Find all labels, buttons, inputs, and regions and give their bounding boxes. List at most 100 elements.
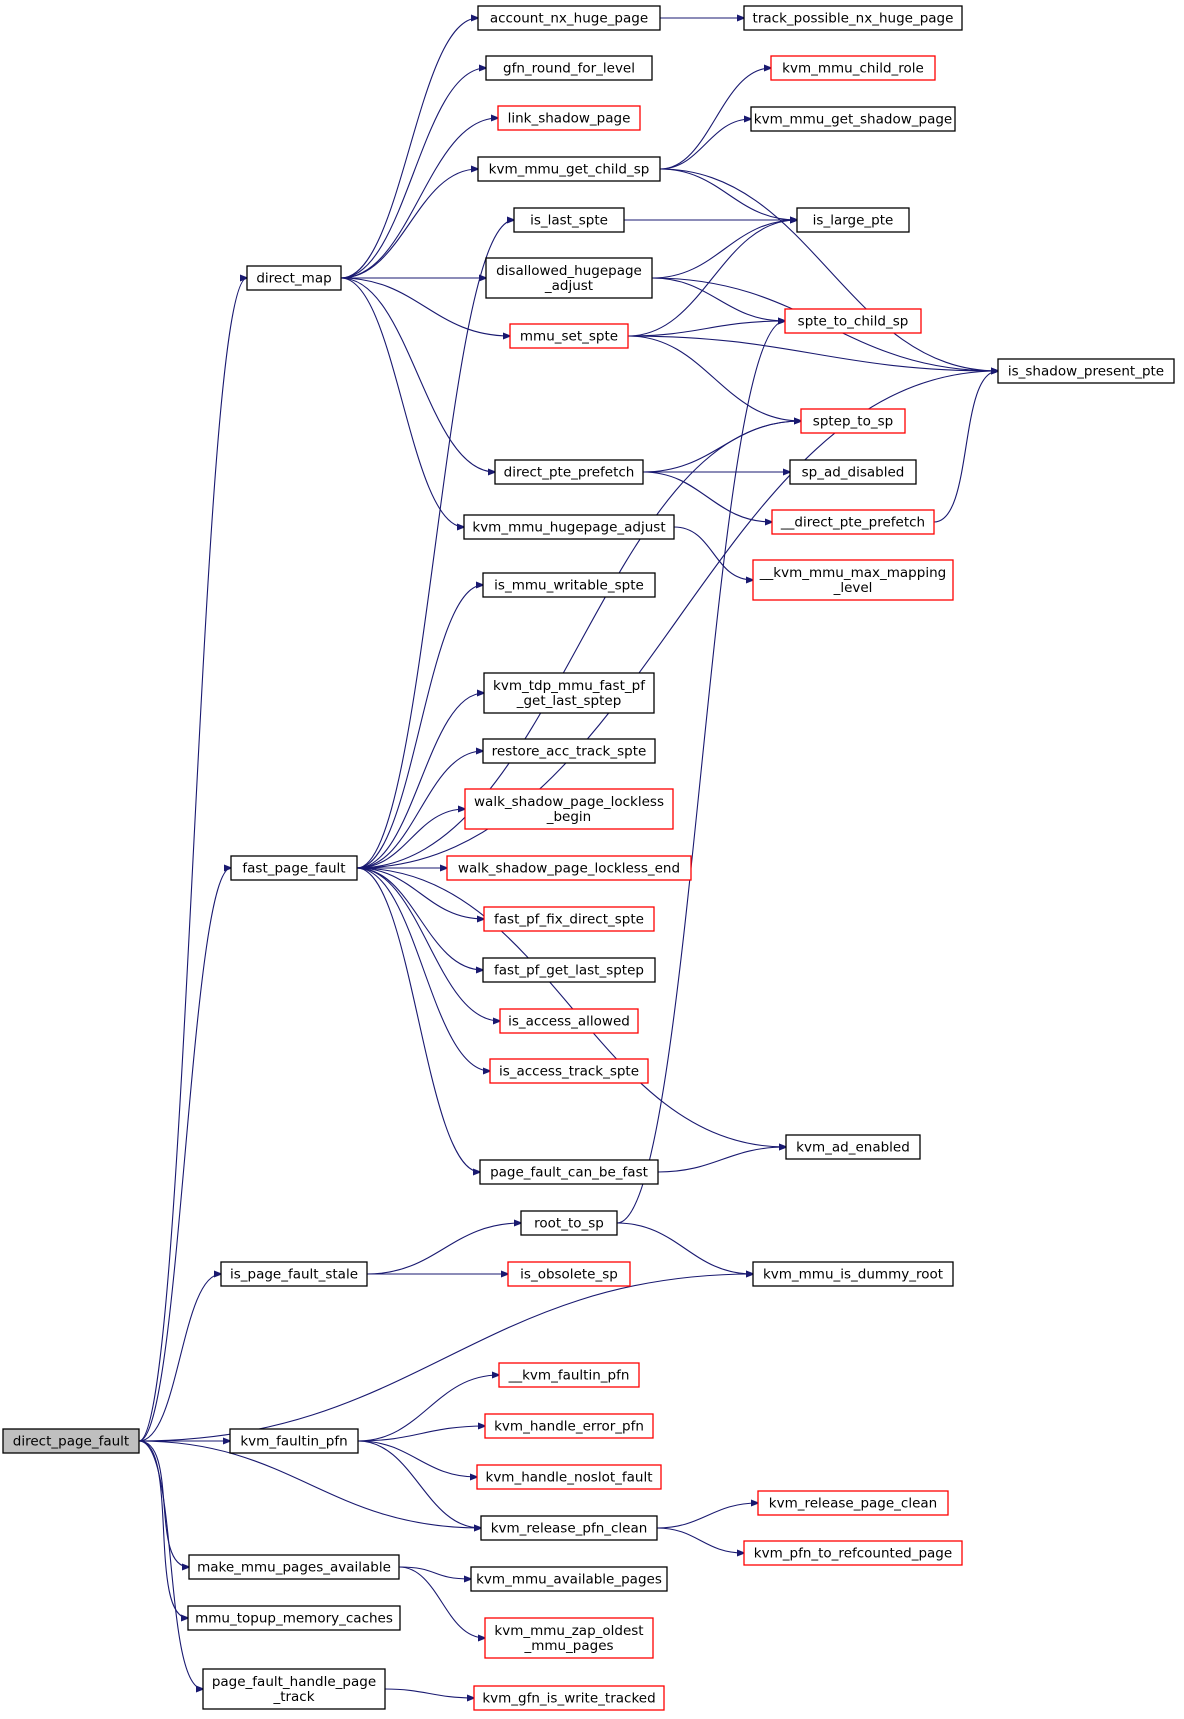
node-is_access_allowed[interactable]: is_access_allowed — [499, 1008, 639, 1034]
node-kvm_handle_error_pfn[interactable]: kvm_handle_error_pfn — [484, 1413, 654, 1439]
node-box[interactable] — [743, 5, 963, 31]
node-walk_shadow_page_lockless_end[interactable]: walk_shadow_page_lockless_end — [446, 855, 692, 881]
node-box[interactable] — [463, 514, 675, 540]
node-kvm_mmu_available_pages[interactable]: kvm_mmu_available_pages — [470, 1566, 668, 1592]
node-box[interactable] — [750, 106, 956, 132]
node-box[interactable] — [230, 855, 358, 881]
node-make_mmu_pages_available[interactable]: make_mmu_pages_available — [188, 1554, 400, 1580]
node-box[interactable] — [997, 358, 1175, 384]
node-fast_page_fault[interactable]: fast_page_fault — [230, 855, 358, 881]
node-box[interactable] — [464, 788, 674, 830]
node-__kvm_mmu_max_mapping_level[interactable]: __kvm_mmu_max_mapping_level — [752, 559, 954, 601]
node-__kvm_faultin_pfn[interactable]: __kvm_faultin_pfn — [498, 1362, 640, 1388]
node-box[interactable] — [484, 1617, 654, 1659]
node-link_shadow_page[interactable]: link_shadow_page — [497, 105, 641, 131]
node-direct_page_fault[interactable]: direct_page_fault — [2, 1428, 140, 1454]
node-box[interactable] — [752, 1261, 954, 1287]
node-box[interactable] — [482, 572, 656, 598]
node-sptep_to_sp[interactable]: sptep_to_sp — [800, 408, 906, 434]
node-box[interactable] — [246, 265, 342, 291]
node-kvm_tdp_mmu_fast_pf_get_last_sptep[interactable]: kvm_tdp_mmu_fast_pf_get_last_sptep — [483, 672, 655, 714]
node-mmu_set_spte[interactable]: mmu_set_spte — [509, 323, 629, 349]
node-kvm_gfn_is_write_tracked[interactable]: kvm_gfn_is_write_tracked — [473, 1685, 665, 1711]
node-box[interactable] — [770, 55, 936, 81]
node-__direct_pte_prefetch[interactable]: __direct_pte_prefetch — [771, 509, 935, 535]
node-mmu_topup_memory_caches[interactable]: mmu_topup_memory_caches — [187, 1605, 401, 1631]
node-sp_ad_disabled[interactable]: sp_ad_disabled — [789, 459, 917, 485]
node-box[interactable] — [509, 323, 629, 349]
node-gfn_round_for_level[interactable]: gfn_round_for_level — [485, 55, 653, 81]
node-is_mmu_writable_spte[interactable]: is_mmu_writable_spte — [482, 572, 656, 598]
node-box[interactable] — [480, 1515, 658, 1541]
node-is_obsolete_sp[interactable]: is_obsolete_sp — [507, 1261, 631, 1287]
node-box[interactable] — [470, 1566, 668, 1592]
node-box[interactable] — [485, 257, 653, 299]
node-is_access_track_spte[interactable]: is_access_track_spte — [489, 1058, 649, 1084]
node-box[interactable] — [513, 207, 625, 233]
node-track_possible_nx_huge_page[interactable]: track_possible_nx_huge_page — [743, 5, 963, 31]
node-kvm_handle_noslot_fault[interactable]: kvm_handle_noslot_fault — [476, 1464, 662, 1490]
node-account_nx_huge_page[interactable]: account_nx_huge_page — [477, 5, 661, 31]
node-spte_to_child_sp[interactable]: spte_to_child_sp — [784, 308, 922, 334]
node-page_fault_handle_page_track[interactable]: page_fault_handle_page_track — [202, 1668, 386, 1710]
node-box[interactable] — [800, 408, 906, 434]
node-restore_acc_track_spte[interactable]: restore_acc_track_spte — [482, 738, 656, 764]
node-box[interactable] — [229, 1428, 359, 1454]
node-kvm_mmu_get_shadow_page[interactable]: kvm_mmu_get_shadow_page — [750, 106, 956, 132]
node-kvm_release_page_clean[interactable]: kvm_release_page_clean — [757, 1490, 949, 1516]
node-walk_shadow_page_lockless_begin[interactable]: walk_shadow_page_lockless_begin — [464, 788, 674, 830]
node-kvm_release_pfn_clean[interactable]: kvm_release_pfn_clean — [480, 1515, 658, 1541]
node-box[interactable] — [188, 1554, 400, 1580]
node-box[interactable] — [477, 156, 661, 182]
node-root_to_sp[interactable]: root_to_sp — [520, 1210, 618, 1236]
node-is_page_fault_stale[interactable]: is_page_fault_stale — [220, 1261, 368, 1287]
node-kvm_mmu_child_role[interactable]: kvm_mmu_child_role — [770, 55, 936, 81]
node-box[interactable] — [479, 1159, 659, 1185]
node-kvm_faultin_pfn[interactable]: kvm_faultin_pfn — [229, 1428, 359, 1454]
node-fast_pf_fix_direct_spte[interactable]: fast_pf_fix_direct_spte — [483, 906, 655, 932]
node-box[interactable] — [784, 308, 922, 334]
node-box[interactable] — [446, 855, 692, 881]
node-box[interactable] — [477, 5, 661, 31]
node-box[interactable] — [789, 459, 917, 485]
node-is_shadow_present_pte[interactable]: is_shadow_present_pte — [997, 358, 1175, 384]
node-box[interactable] — [220, 1261, 368, 1287]
node-box[interactable] — [497, 105, 641, 131]
node-box[interactable] — [785, 1134, 921, 1160]
node-kvm_mmu_hugepage_adjust[interactable]: kvm_mmu_hugepage_adjust — [463, 514, 675, 540]
node-box[interactable] — [743, 1540, 963, 1566]
node-box[interactable] — [796, 207, 910, 233]
node-box[interactable] — [483, 906, 655, 932]
node-box[interactable] — [752, 559, 954, 601]
node-box[interactable] — [757, 1490, 949, 1516]
node-fast_pf_get_last_sptep[interactable]: fast_pf_get_last_sptep — [482, 957, 656, 983]
node-page_fault_can_be_fast[interactable]: page_fault_can_be_fast — [479, 1159, 659, 1185]
node-box[interactable] — [507, 1261, 631, 1287]
node-box[interactable] — [2, 1428, 140, 1454]
node-box[interactable] — [489, 1058, 649, 1084]
node-box[interactable] — [498, 1362, 640, 1388]
node-box[interactable] — [202, 1668, 386, 1710]
node-box[interactable] — [187, 1605, 401, 1631]
node-box[interactable] — [476, 1464, 662, 1490]
node-kvm_mmu_zap_oldest_mmu_pages[interactable]: kvm_mmu_zap_oldest_mmu_pages — [484, 1617, 654, 1659]
node-box[interactable] — [483, 672, 655, 714]
node-disallowed_hugepage_adjust[interactable]: disallowed_hugepage_adjust — [485, 257, 653, 299]
node-is_large_pte[interactable]: is_large_pte — [796, 207, 910, 233]
node-box[interactable] — [485, 55, 653, 81]
node-kvm_mmu_get_child_sp[interactable]: kvm_mmu_get_child_sp — [477, 156, 661, 182]
node-kvm_mmu_is_dummy_root[interactable]: kvm_mmu_is_dummy_root — [752, 1261, 954, 1287]
node-box[interactable] — [482, 738, 656, 764]
node-is_last_spte[interactable]: is_last_spte — [513, 207, 625, 233]
node-kvm_ad_enabled[interactable]: kvm_ad_enabled — [785, 1134, 921, 1160]
node-box[interactable] — [484, 1413, 654, 1439]
node-box[interactable] — [771, 509, 935, 535]
node-box[interactable] — [520, 1210, 618, 1236]
node-box[interactable] — [494, 459, 644, 485]
node-box[interactable] — [499, 1008, 639, 1034]
node-kvm_pfn_to_refcounted_page[interactable]: kvm_pfn_to_refcounted_page — [743, 1540, 963, 1566]
node-direct_pte_prefetch[interactable]: direct_pte_prefetch — [494, 459, 644, 485]
node-box[interactable] — [482, 957, 656, 983]
node-box[interactable] — [473, 1685, 665, 1711]
node-direct_map[interactable]: direct_map — [246, 265, 342, 291]
